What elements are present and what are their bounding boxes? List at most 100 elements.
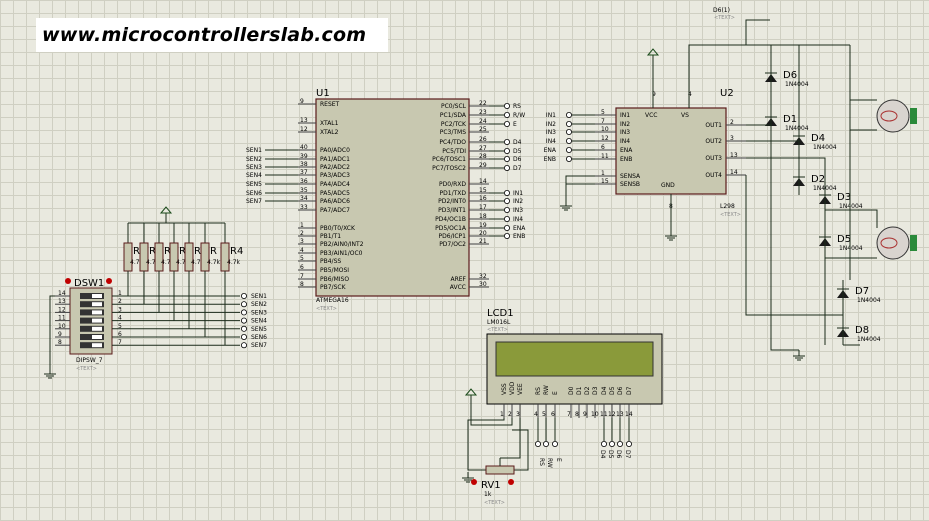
- terminal-icon: [240, 309, 247, 316]
- dsw-text: <TEXT>: [76, 366, 97, 372]
- net-label: IN4: [513, 216, 523, 223]
- wire: [500, 418, 521, 459]
- wire: [849, 45, 877, 280]
- lcd-display[interactable]: LCD1 LM016L <TEXT> VSS1VDD2VEE3RS4RW5E6D…: [462, 308, 663, 483]
- dsw-lever-icon: [92, 326, 102, 331]
- terminal-icon: [240, 292, 247, 299]
- u1-pin-no: 30: [479, 281, 487, 288]
- u1-pin-name: PA6/ADC6: [320, 198, 350, 205]
- power-arrow-icon: [464, 388, 478, 396]
- resistor-value: 4.7k: [227, 259, 241, 266]
- motor-b[interactable]: [876, 226, 917, 260]
- lcd-text: <TEXT>: [487, 327, 508, 333]
- net-label: SEN5: [246, 181, 262, 188]
- u1-pin-name: PA0/ADC0: [320, 147, 350, 154]
- dsw-lever-icon: [92, 294, 102, 298]
- u1-pin-no: 1: [300, 222, 304, 229]
- motor-a[interactable]: [876, 99, 917, 133]
- net-label: D5: [607, 450, 614, 459]
- flyback-diodes[interactable]: D61N4004D11N4004D41N4004D21N4004D31N4004…: [745, 45, 881, 361]
- net-label: D7: [513, 165, 522, 172]
- net-label: SEN4: [246, 172, 262, 179]
- terminal-icon: [503, 164, 510, 171]
- u2-pin-no: 1: [601, 170, 605, 177]
- lcd-pin-name: RW: [543, 385, 550, 395]
- u1-pin-no: 28: [479, 153, 487, 160]
- u1-pin-name: RESET: [320, 101, 340, 108]
- lcd-pin-no: 8: [575, 411, 579, 418]
- lcd-pin-name: VDD: [509, 381, 516, 395]
- dsw-pin-no: 11: [58, 315, 66, 322]
- terminal-icon: [240, 333, 247, 340]
- u1-pin-name: PD2/INT0: [438, 198, 466, 205]
- terminal-icon: [503, 224, 510, 231]
- u1-pin-name: XTAL2: [320, 129, 339, 136]
- u1-pin-name: PD5/OC1A: [435, 225, 467, 232]
- u1-body: [315, 98, 470, 297]
- terminal-icon: [609, 440, 616, 447]
- u2-ref: U2: [720, 88, 734, 99]
- u1-pin-no: 23: [479, 109, 487, 116]
- rv-ref: RV1: [481, 480, 501, 491]
- wire: [746, 45, 772, 135]
- diode-part: 1N4004: [839, 203, 863, 210]
- u1-pin-no: 39: [300, 153, 308, 160]
- lcd-pin-name: E: [552, 391, 559, 395]
- terminal-icon: [503, 206, 510, 213]
- dsw-probe2-icon: [106, 278, 112, 284]
- motor-shaft-icon: [910, 108, 917, 124]
- dsw-pin-no: 13: [58, 298, 66, 305]
- lcd-pin-no: 4: [534, 411, 538, 418]
- terminal-icon: [503, 155, 510, 162]
- motor-coil-icon: [880, 237, 898, 249]
- motor-coil-icon: [880, 110, 898, 122]
- u1-pin-name: PC3/TMS: [440, 129, 466, 136]
- u1-right-pins: 22PC0/SCL23PC1/SDA24PC2/TCK25PC3/TMS26PC…: [432, 100, 526, 291]
- u1-pin-name: PD1/TXD: [440, 190, 467, 197]
- u1-pin-name: PD7/OC2: [439, 241, 466, 248]
- wire: [467, 418, 505, 471]
- potentiometer[interactable]: RV1 1k <TEXT>: [471, 458, 515, 506]
- net-label: D4: [513, 139, 522, 146]
- dsw-pin-no: 5: [118, 323, 122, 330]
- resistor-icon: [220, 242, 230, 272]
- resistor-ref: R: [210, 246, 217, 257]
- lcd-pin-no: 13: [616, 411, 624, 418]
- u2-vs-label: VS: [681, 112, 689, 119]
- lcd-pin-no: 10: [591, 411, 599, 418]
- net-label: RW: [546, 458, 553, 468]
- u2-vs-no: 4: [688, 91, 692, 98]
- u2-pin-no: 10: [601, 126, 609, 133]
- terminal-icon: [535, 440, 542, 447]
- u2-vcc-no: 9: [652, 91, 656, 98]
- u1-pin-no: 26: [479, 136, 487, 143]
- u2-pin-no: 5: [601, 109, 605, 116]
- u1-pin-name: PC5/TDI: [442, 148, 466, 155]
- lcd-pin-no: 1: [500, 411, 504, 418]
- u1-pin-name: PB6/MISO: [320, 276, 349, 283]
- u1-pin-name: PC7/TOSC2: [432, 165, 466, 172]
- website-banner: www.microcontrollerslab.com: [36, 18, 388, 52]
- lcd-pin-no: 7: [567, 411, 571, 418]
- u1-pin-no: 2: [300, 230, 304, 237]
- u2-pin-name: IN1: [620, 112, 630, 119]
- net-label: IN3: [513, 207, 523, 214]
- lcd-pin-no: 5: [542, 411, 546, 418]
- resistor-icon: [123, 242, 133, 272]
- lcd-pin-name: D0: [568, 386, 575, 395]
- net-label: SEN1: [251, 293, 267, 300]
- u2-pin-no: 3: [730, 135, 734, 142]
- u1-pin-no: 9: [300, 98, 304, 105]
- u2-pin-no: 14: [730, 169, 738, 176]
- u1-pin-no: 7: [300, 273, 304, 280]
- net-label: IN2: [546, 121, 556, 128]
- dsw-pin-no: 14: [58, 290, 66, 297]
- terminal-icon: [240, 301, 247, 308]
- net-label: D6: [513, 156, 522, 163]
- lcd-pin-name: D7: [626, 386, 633, 395]
